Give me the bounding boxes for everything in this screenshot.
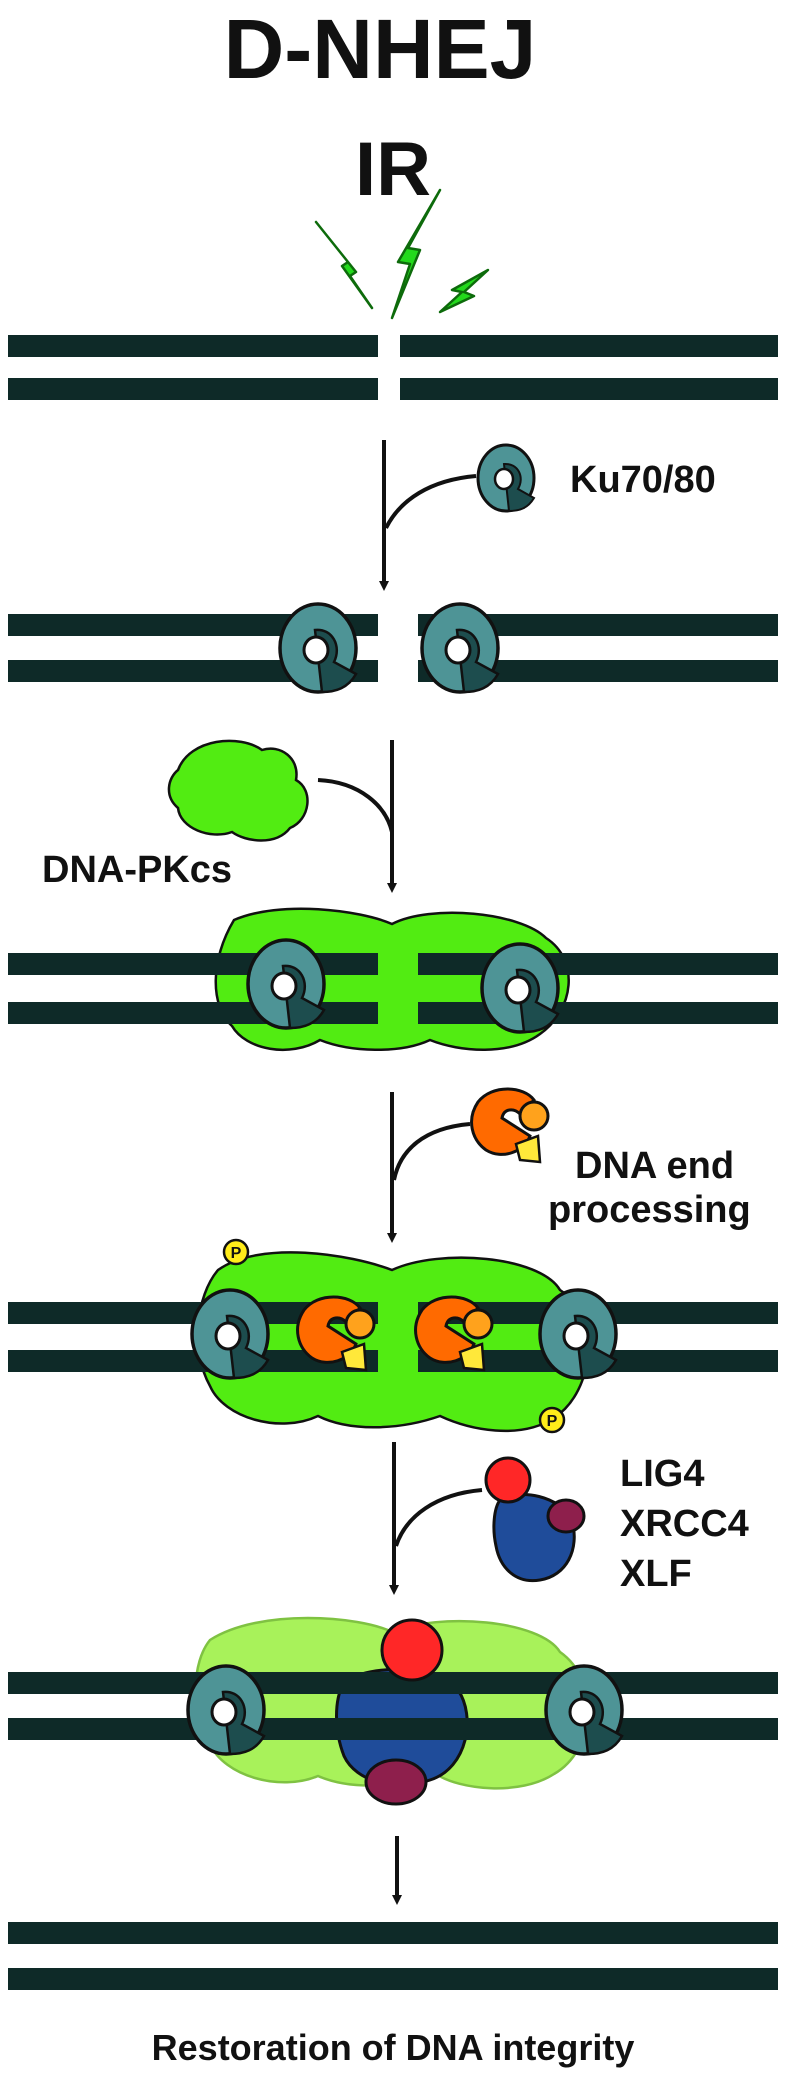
dnapkcs-icon [167,739,309,842]
ku70-80-icon [476,443,536,513]
lightning-icon [314,188,490,320]
ku-right-icon [544,1664,624,1756]
dna-pk-complex-stage [8,907,778,1052]
ku-right-icon [420,602,500,694]
xlf-icon [364,1758,428,1806]
arrow-ku-recruitment [379,440,477,591]
ku-left-icon [246,938,326,1030]
arrow-dnapkcs-recruitment [317,740,397,893]
dna-processing-stage [8,1238,778,1434]
processing-enzyme-icon [470,1087,550,1164]
outcome-label: Restoration of DNA integrity [152,2027,635,2068]
xlf-label: XLF [620,1553,692,1595]
arrow-end-processing [387,1092,471,1243]
dna-restored-stage [8,1922,778,1990]
dnapkcs-label: DNA-PKcs [42,849,232,891]
ku-left-icon [190,1288,270,1380]
ku-label: Ku70/80 [570,459,716,501]
phosphate-icon [222,1238,250,1266]
lig4-label: LIG4 [620,1453,704,1495]
dna-broken-stage [8,335,778,400]
ku-right-icon [480,942,560,1034]
ku-right-icon [538,1288,618,1380]
processing-label-line2: processing [548,1189,751,1231]
processing-label-line1: DNA end [575,1145,734,1187]
arrow-ligation-complex [389,1442,483,1595]
dnapkcs-dimer-icon [196,1251,589,1433]
xrcc4-label: XRCC4 [620,1503,749,1545]
diagram-title: D-NHEJ [224,2,537,96]
ligation-complex-icon [484,1456,586,1583]
dna-ligation-stage [8,1616,778,1806]
ir-label: IR [355,127,431,212]
ku-left-icon [186,1664,266,1756]
phosphate-icon [538,1406,566,1434]
ku-left-icon [278,602,358,694]
dna-ku-bound-stage [8,602,778,694]
lig4-icon [380,1618,444,1682]
